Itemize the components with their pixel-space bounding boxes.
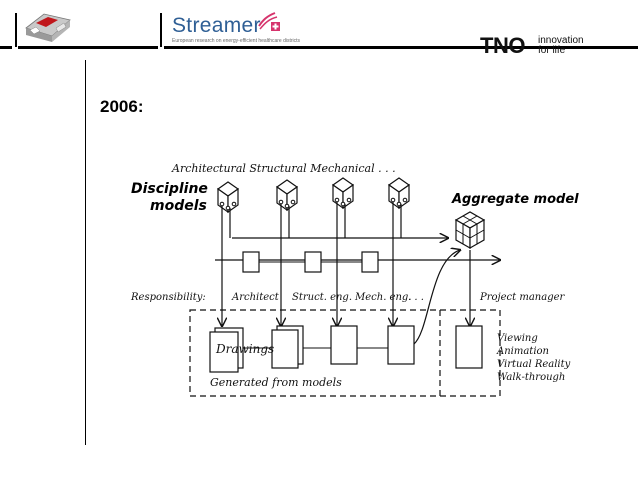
left-top-divider [15, 13, 17, 47]
tno-tagline: innovation for life [538, 36, 584, 56]
slide-title: 2006: [100, 97, 144, 116]
responsibility-label: Responsibility: [130, 292, 206, 303]
building-logo-image [22, 8, 77, 46]
streamer-logo-text: Streamer [172, 14, 261, 37]
streamer-tagline: European research on energy-efficient he… [172, 38, 301, 44]
tno-logo-text: TNO [480, 33, 525, 58]
role-architect: Architect [231, 292, 280, 303]
streamer-emblem-icon [257, 10, 281, 34]
discipline-cube-architect [216, 181, 240, 214]
models-label: models [150, 198, 207, 214]
role-project-manager: Project manager [479, 292, 566, 303]
aggregate-model-label: Aggregate model [451, 192, 579, 207]
output-viewing: Viewing [497, 333, 538, 344]
tno-tagline-line-2: for life [538, 45, 566, 56]
discipline-cube-mechanical [331, 177, 355, 210]
role-structural-engineer: Struct. eng. [292, 292, 352, 303]
tno-tagline-line-1: innovation [538, 35, 584, 46]
aggregate-model-cube [454, 211, 486, 250]
header-divider [160, 13, 162, 47]
role-mechanical-engineer: Mech. eng. [354, 292, 412, 303]
discipline-cube-structural [275, 179, 299, 212]
generated-from-models-label: Generated from models [210, 376, 342, 389]
output-walk-through: Walk-through [497, 372, 565, 383]
discipline-label: Discipline [131, 181, 208, 197]
role-more: . . . [408, 292, 424, 303]
header-bar [0, 46, 638, 49]
output-virtual-reality: Virtual Reality [497, 359, 571, 370]
output-animation: Animation [496, 346, 549, 357]
slide-left-rule [85, 60, 86, 445]
disciplines-header-label: Architectural Structural Mechanical . . … [171, 162, 396, 175]
drawings-label: Drawings [215, 342, 274, 356]
discipline-cube-other [387, 177, 411, 210]
